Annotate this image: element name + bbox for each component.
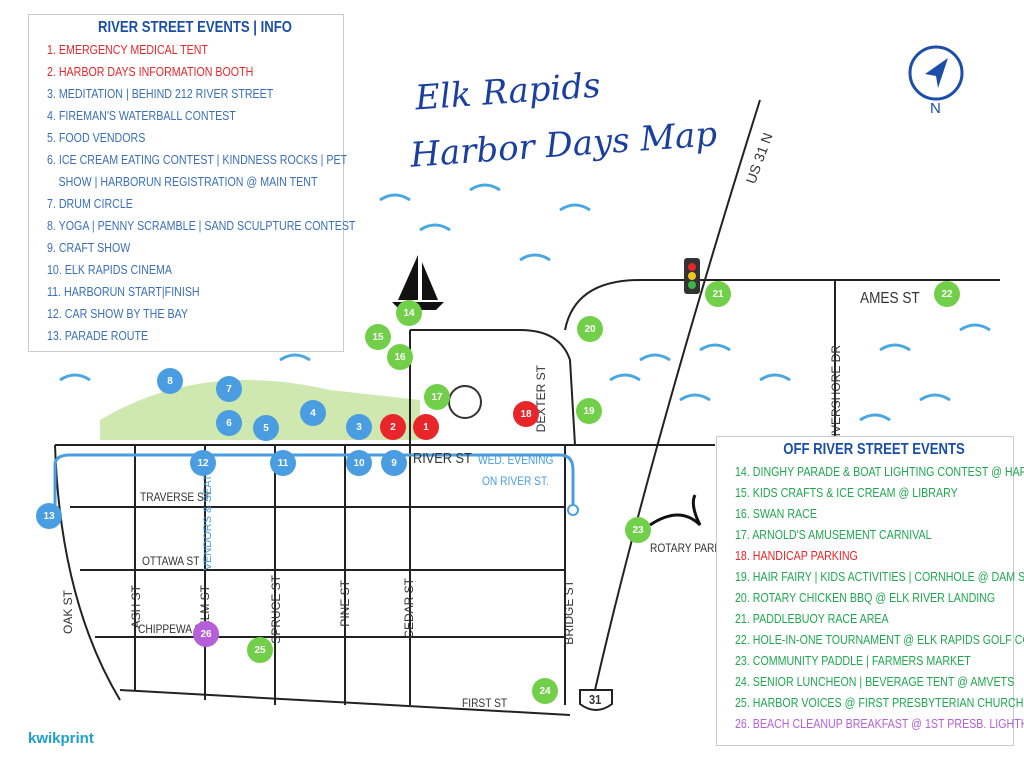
street-chippewa: CHIPPEWA ST [138,622,208,636]
list-item: 14. DINGHY PARADE & BOAT LIGHTING CONTES… [735,464,1024,479]
map-marker-13[interactable]: 13 [36,503,62,529]
map-marker-6[interactable]: 6 [216,410,242,436]
traffic-light-red [688,263,696,271]
wed-evening-label-2: ON RIVER ST. [482,474,549,488]
list-item: 5. FOOD VENDORS [47,130,146,145]
route-31-shield-icon [579,689,613,711]
map-marker-12[interactable]: 12 [190,450,216,476]
street-oak: OAK ST [61,590,75,635]
list-item: 23. COMMUNITY PADDLE | FARMERS MARKET [735,653,971,668]
street-spruce: SPRUCE ST [269,575,283,644]
list-item: 13. PARADE ROUTE [47,328,149,343]
map-marker-9[interactable]: 9 [381,450,407,476]
map-marker-5[interactable]: 5 [253,415,279,441]
list-item: 26. BEACH CLEANUP BREAKFAST @ 1ST PRESB.… [735,716,1024,731]
map-marker-24[interactable]: 24 [532,678,558,704]
parade-route [53,453,575,510]
compass-label: N [930,100,941,117]
river-street-events-panel: RIVER STREET EVENTS | INFO 1. EMERGENCY … [28,14,356,352]
street-rivershore: RIVERSHORE DR [829,345,843,446]
map-marker-17[interactable]: 17 [424,384,450,410]
map-marker-20[interactable]: 20 [577,316,603,342]
list-item: 19. HAIR FAIRY | KIDS ACTIVITIES | CORNH… [735,569,1024,584]
map-marker-22[interactable]: 22 [934,281,960,307]
list-item: 15. KIDS CRAFTS & ICE CREAM @ LIBRARY [735,485,958,500]
street-pine: PINE ST [338,580,352,627]
shoreline-park [100,380,420,440]
route-31-label: 31 [589,692,602,707]
panel-heading: RIVER STREET EVENTS | INFO [98,19,292,36]
map-marker-4[interactable]: 4 [300,400,326,426]
list-item: 22. HOLE-IN-ONE TOURNAMENT @ ELK RAPIDS … [735,632,1024,647]
streets [54,99,1000,716]
list-item: 11. HARBORUN START|FINISH [47,284,200,299]
swan-icon [649,494,702,527]
wed-evening-label: WED. EVENING [478,453,554,467]
sailboat-icon [392,255,444,310]
list-item: 7. DRUM CIRCLE [47,196,133,211]
list-item: 2. HARBOR DAYS INFORMATION BOOTH [47,64,254,79]
map-marker-1[interactable]: 1 [413,414,439,440]
map-marker-7[interactable]: 7 [216,376,242,402]
list-item: 6. ICE CREAM EATING CONTEST | KINDNESS R… [47,152,348,167]
ferris-wheel-icon [448,385,482,419]
street-first: FIRST ST [462,696,508,710]
map-marker-26[interactable]: 26 [193,621,219,647]
map-marker-10[interactable]: 10 [346,450,372,476]
list-item: 9. CRAFT SHOW [47,240,131,255]
street-dexter: DEXTER ST [534,365,548,433]
rotary-park-label: ROTARY PARK [650,541,722,555]
list-item: 10. ELK RAPIDS CINEMA [47,262,173,277]
map-marker-18[interactable]: 18 [513,401,539,427]
list-item: 20. ROTARY CHICKEN BBQ @ ELK RIVER LANDI… [735,590,996,605]
map-marker-16[interactable]: 16 [387,344,413,370]
list-item: 17. ARNOLD'S AMUSEMENT CARNIVAL [735,527,932,542]
map-marker-14[interactable]: 14 [396,300,422,326]
street-ottawa: OTTAWA ST [142,554,200,568]
off-river-street-events-panel: OFF RIVER STREET EVENTS 14. DINGHY PARAD… [716,436,1024,746]
map-marker-3[interactable]: 3 [346,414,372,440]
list-item: 1. EMERGENCY MEDICAL TENT [47,42,208,57]
list-item: 8. YOGA | PENNY SCRAMBLE | SAND SCULPTUR… [47,218,356,233]
traffic-light-green [688,281,696,289]
map-marker-8[interactable]: 8 [157,368,183,394]
map-marker-15[interactable]: 15 [365,324,391,350]
map-marker-2[interactable]: 2 [380,414,406,440]
street-river: RIVER ST [413,450,472,467]
list-item: 24. SENIOR LUNCHEON | BEVERAGE TENT @ AM… [735,674,1015,689]
parade-route-end [567,504,579,516]
street-cedar: CEDAR ST [402,578,416,639]
panel-heading: OFF RIVER STREET EVENTS [783,441,965,458]
list-item: 18. HANDICAP PARKING [735,548,858,563]
list-item: 4. FIREMAN'S WATERBALL CONTEST [47,108,236,123]
street-traverse: TRAVERSE ST [140,490,211,504]
list-item: 21. PADDLEBUOY RACE AREA [735,611,889,626]
list-item: 12. CAR SHOW BY THE BAY [47,306,189,321]
street-bridge: BRIDGE ST [562,580,576,645]
list-item: 3. MEDITATION | BEHIND 212 RIVER STREET [47,86,274,101]
map-marker-11[interactable]: 11 [270,450,296,476]
kwikprint-logo: kwikprint [28,730,94,747]
list-item: 16. SWAN RACE [735,506,817,521]
map-marker-25[interactable]: 25 [247,637,273,663]
map-marker-23[interactable]: 23 [625,517,651,543]
street-ash: ASH ST [129,585,143,629]
map-marker-19[interactable]: 19 [576,398,602,424]
compass-arrow-icon [925,58,948,88]
off-river-street-events-list: 14. DINGHY PARADE & BOAT LIGHTING CONTES… [735,461,1024,734]
river-street-events-list: 1. EMERGENCY MEDICAL TENT 2. HARBOR DAYS… [47,39,356,347]
traffic-light-yellow [688,272,696,280]
map-marker-21[interactable]: 21 [705,281,731,307]
list-item: 25. HARBOR VOICES @ FIRST PRESBYTERIAN C… [735,695,1024,710]
list-item: SHOW | HARBORUN REGISTRATION @ MAIN TENT [58,174,318,189]
water-waves [59,183,991,422]
street-ames: AMES ST [860,290,920,307]
